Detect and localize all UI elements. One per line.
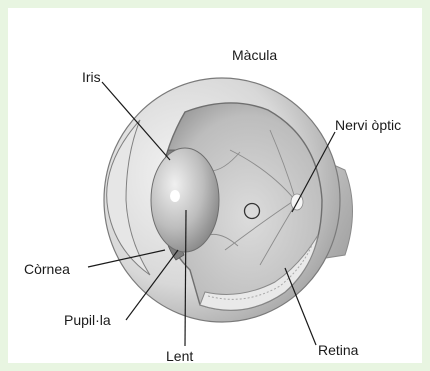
label-iris: Iris [82, 69, 101, 85]
label-retina: Retina [318, 342, 358, 358]
label-cornea: Còrnea [24, 261, 70, 277]
label-macula: Màcula [232, 47, 277, 63]
label-pupil: Pupil·la [64, 312, 111, 328]
optic-disc-shape [291, 194, 303, 210]
lens-shape [151, 148, 219, 252]
label-lens: Lent [166, 348, 193, 364]
label-optic-nerve: Nervi òptic [335, 117, 401, 133]
